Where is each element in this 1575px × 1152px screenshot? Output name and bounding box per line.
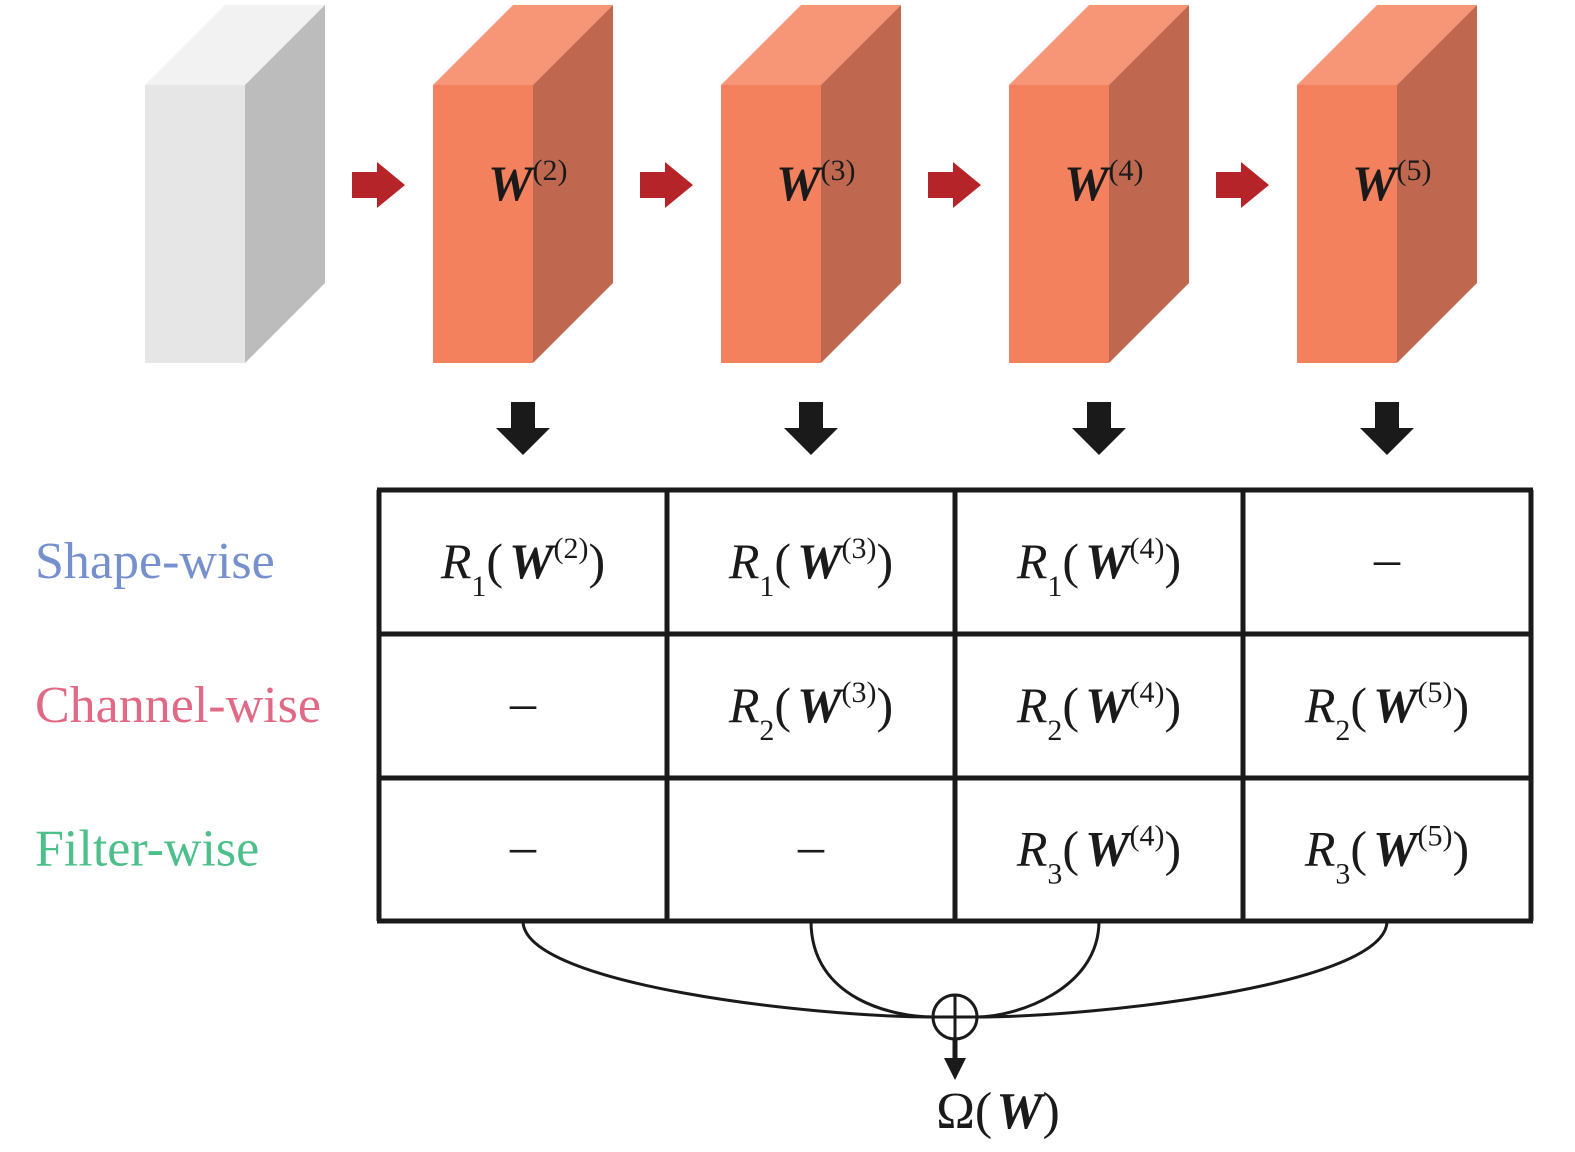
- output-term: Ω(W): [936, 1083, 1060, 1140]
- regularizer-cell: R2(W(5)): [1304, 676, 1469, 747]
- down-arrows: [496, 402, 1414, 455]
- omega-output: Ω(W): [936, 1083, 1060, 1140]
- block-side-face: [1109, 5, 1189, 363]
- down-arrow: [1360, 402, 1414, 455]
- down-arrow: [1072, 402, 1126, 455]
- connector-curve: [521, 920, 934, 1019]
- regularizer-cell: R3(W(4)): [1016, 820, 1181, 891]
- empty-cell-dash: –: [509, 675, 537, 732]
- red-arrow: [640, 162, 693, 208]
- block-front-face: [1009, 85, 1109, 363]
- layer-block: W(3): [721, 5, 901, 363]
- connector-curve: [976, 920, 1389, 1019]
- down-arrow: [784, 402, 838, 455]
- empty-cell-dash: –: [509, 819, 537, 876]
- layer-blocks: W(2) W(3) W(4) W(5): [145, 5, 1477, 363]
- regularizer-cell: R1(W(4)): [1016, 532, 1181, 603]
- input-block: [145, 5, 325, 363]
- block-side-face: [821, 5, 901, 363]
- layer-label: W(2): [488, 154, 567, 211]
- regularizer-cell: R1(W(3)): [728, 532, 893, 603]
- sum-node: ⊕: [931, 993, 979, 1041]
- empty-cell-dash: –: [1373, 531, 1401, 588]
- output-arrow-head: [944, 1058, 966, 1080]
- layer-label: W(4): [1064, 154, 1143, 211]
- block-side-face: [533, 5, 613, 363]
- layer-label: W(5): [1352, 154, 1431, 211]
- connector-curve: [976, 920, 1101, 1019]
- row-label: Filter-wise: [35, 821, 259, 878]
- layer-block: W(4): [1009, 5, 1189, 363]
- regularizer-cell: R2(W(3)): [728, 676, 893, 747]
- row-label: Channel-wise: [35, 677, 321, 734]
- red-arrow: [352, 162, 405, 208]
- block-side-face: [1397, 5, 1477, 363]
- down-arrow: [496, 402, 550, 455]
- layer-block: W(5): [1297, 5, 1477, 363]
- red-arrow: [928, 162, 981, 208]
- regularizer-cell: R3(W(5)): [1304, 820, 1469, 891]
- regularizer-cell: R1(W(2)): [440, 532, 605, 603]
- block-front-face: [433, 85, 533, 363]
- block-top-face: [1297, 5, 1477, 85]
- block-top-face: [145, 5, 325, 85]
- connector-curve: [809, 920, 934, 1019]
- regularizer-cell: R2(W(4)): [1016, 676, 1181, 747]
- row-label: Shape-wise: [35, 533, 275, 590]
- layer-arrows: [352, 162, 1269, 208]
- regularizer-table: [376, 487, 1534, 924]
- block-top-face: [1009, 5, 1189, 85]
- block-top-face: [721, 5, 901, 85]
- block-front-face: [1297, 85, 1397, 363]
- red-arrow: [1216, 162, 1269, 208]
- layer-label: W(3): [776, 154, 855, 211]
- block-top-face: [433, 5, 613, 85]
- table-cells: R1(W(2)) R1(W(3)) R1(W(4)) – – R2(W(3)) R2(W(4…: [440, 531, 1469, 891]
- sum-connectors: ⊕: [521, 920, 1389, 1080]
- block-front-face: [721, 85, 821, 363]
- empty-cell-dash: –: [797, 819, 825, 876]
- block-side-face: [245, 5, 325, 363]
- block-front-face: [145, 85, 245, 363]
- layer-block: W(2): [433, 5, 613, 363]
